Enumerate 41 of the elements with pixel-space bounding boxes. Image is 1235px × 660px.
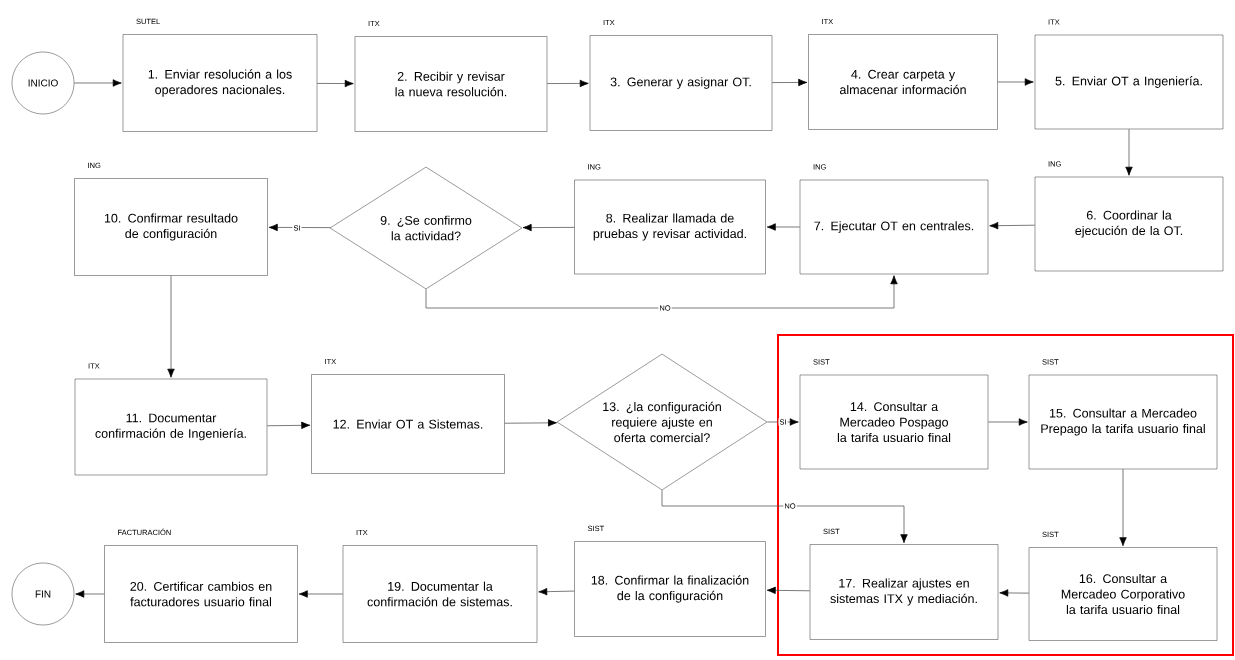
- process-box: 17. Realizar ajustes en sistemas ITX y mediación.: [809, 544, 999, 640]
- process-box: 19. Documentar la confirmación de sistemas.: [342, 545, 538, 643]
- arrow: [1119, 468, 1127, 547]
- process-box: 4. Crear carpeta y almacenar información: [808, 34, 998, 130]
- arrow: [987, 418, 1028, 426]
- arrow: [268, 223, 331, 232]
- process-box: 6. Coordinar la ejecución de la OT.: [1034, 176, 1224, 272]
- arrow: [75, 590, 105, 598]
- arrow: [766, 586, 811, 594]
- arrow: [997, 78, 1034, 86]
- process-box: 8. Realizar llamada de pruebas y revisar actividad.: [574, 179, 766, 275]
- process-box: 12. Enviar OT a Sistemas.: [311, 374, 505, 474]
- arrow: [167, 275, 175, 378]
- arrow: [546, 79, 589, 88]
- process-box: 18. Confirmar la finalización de la configuración: [574, 541, 766, 637]
- process-box: 15. Consultar a Mercadeo Prepago la tarifa usuario final: [1028, 374, 1218, 470]
- arrow: [425, 275, 898, 309]
- process-box: 3. Generar y asignar OT.: [589, 35, 773, 131]
- arrow: [298, 590, 344, 598]
- arrow: [316, 79, 354, 88]
- process-box: 5. Enviar OT a Ingeniería.: [1034, 34, 1224, 130]
- process-box: 2. Recibir y revisar la nueva resolución.: [354, 36, 548, 132]
- process-box: 14. Consultar a Mercadeo Pospago la tarifa usuario final: [799, 374, 989, 470]
- arrow: [771, 78, 808, 87]
- arrow: [766, 418, 799, 426]
- arrow: [538, 588, 575, 596]
- process-box: 20. Certificar cambios en facturadores usuario final: [104, 545, 298, 643]
- arrow: [989, 222, 1036, 230]
- arrow: [504, 419, 557, 427]
- arrow: [661, 489, 908, 544]
- arrow: [522, 223, 575, 232]
- arrow: [73, 79, 122, 87]
- process-box: 11. Documentar confirmación de Ingeniería.: [74, 378, 268, 476]
- arrow: [999, 589, 1030, 597]
- process-box: 10. Confirmar resultado de configuración: [74, 178, 268, 276]
- arrow: [1125, 128, 1133, 176]
- arrow: [266, 421, 311, 429]
- process-box: 16. Consultar a Mercadeo Corporativo la tarifa usuario final: [1028, 547, 1218, 641]
- process-box: 7. Ejecutar OT en centrales.: [799, 179, 989, 275]
- process-box: 1. Enviar resolución a los operadores nacionales.: [122, 34, 318, 132]
- arrow: [766, 223, 801, 231]
